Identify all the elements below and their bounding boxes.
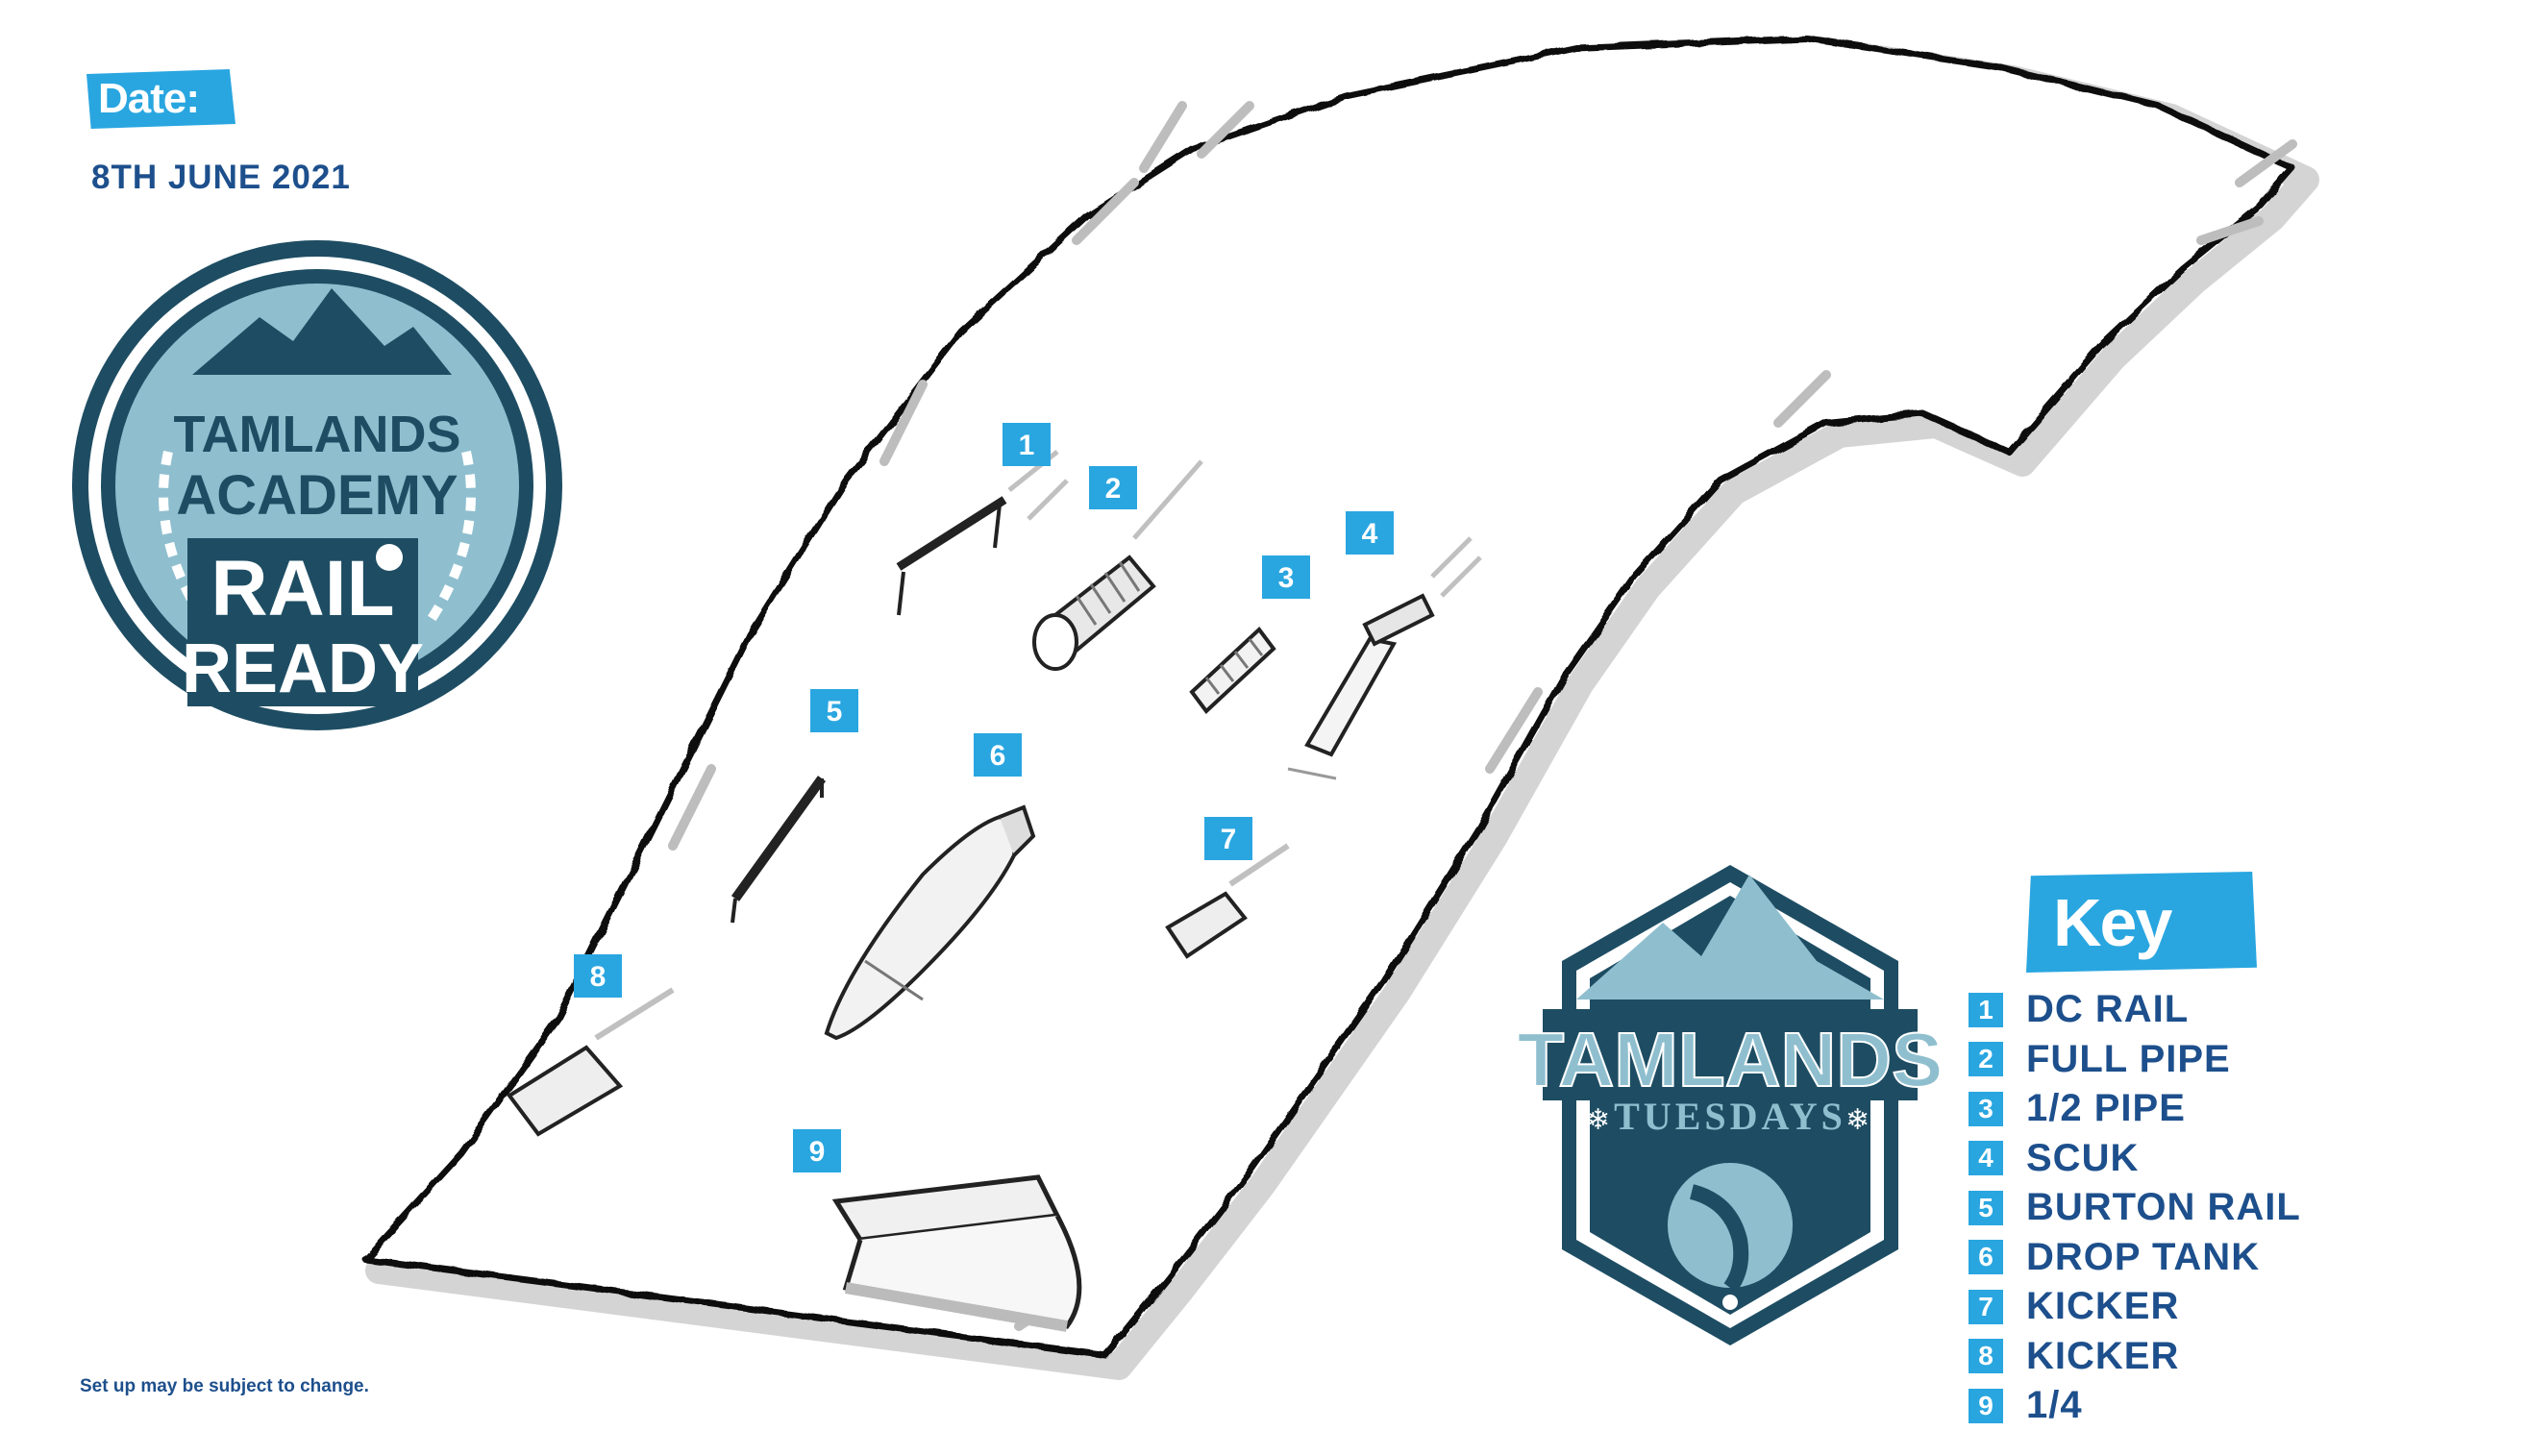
key-item-5: 5 BURTON RAIL <box>1969 1183 2301 1233</box>
svg-text:TAMLANDS: TAMLANDS <box>174 406 461 463</box>
key-label: SCUK <box>2026 1136 2140 1179</box>
date-value: 8TH JUNE 2021 <box>91 159 351 196</box>
mountain-icon <box>192 288 452 375</box>
key-list: 1 DC RAIL 2 FULL PIPE 3 1/2 PIPE 4 SCUK … <box>1969 985 2301 1431</box>
disclaimer: Set up may be subject to change. <box>80 1376 369 1396</box>
feature-5-burton-rail <box>731 776 827 924</box>
bolt-icon <box>1722 1295 1738 1310</box>
key-label: KICKER <box>2026 1334 2180 1377</box>
feature-4-scuk <box>1287 536 1482 780</box>
svg-text:7: 7 <box>1221 824 1237 855</box>
key-number: 6 <box>1969 1240 2003 1275</box>
key-label: KICKER <box>2026 1285 2180 1328</box>
key-item-9: 9 1/4 <box>1969 1381 2301 1431</box>
ball-icon <box>376 544 403 571</box>
svg-text:TUESDAYS: TUESDAYS <box>1614 1095 1846 1138</box>
marker-3: 3 <box>1262 555 1310 599</box>
date-label: Date: <box>87 69 235 129</box>
key-number: 3 <box>1969 1091 2003 1126</box>
svg-text:READY: READY <box>182 630 424 707</box>
svg-text:6: 6 <box>990 740 1006 772</box>
key-number: 2 <box>1969 1042 2003 1077</box>
svg-text:4: 4 <box>1362 518 1378 550</box>
svg-text:9: 9 <box>809 1136 826 1168</box>
key-number: 1 <box>1969 992 2003 1027</box>
marker-1: 1 <box>1003 423 1051 466</box>
svg-text:TAMLANDS: TAMLANDS <box>1518 1017 1944 1102</box>
feature-3-half-pipe <box>1189 627 1276 714</box>
key-number: 7 <box>1969 1289 2003 1324</box>
key-number: 5 <box>1969 1190 2003 1225</box>
key-label: DC RAIL <box>2026 988 2190 1031</box>
academy-badge: TAMLANDS ACADEMY RAIL READY <box>72 240 562 730</box>
key-number: 4 <box>1969 1141 2003 1176</box>
mountain-icon-2 <box>1576 875 1884 999</box>
snowflake-icon-right: ❄ <box>1845 1103 1870 1137</box>
key-number: 8 <box>1969 1339 2003 1374</box>
tuesdays-badge: TAMLANDS TUESDAYS ❄ ❄ <box>1517 865 1944 1345</box>
marker-4: 4 <box>1346 511 1394 555</box>
feature-8-kicker <box>507 987 675 1137</box>
marker-9: 9 <box>793 1129 841 1172</box>
svg-text:5: 5 <box>827 696 843 728</box>
svg-text:RAIL: RAIL <box>210 545 394 632</box>
key-item-7: 7 KICKER <box>1969 1282 2301 1332</box>
marker-7: 7 <box>1204 817 1252 860</box>
key-item-3: 3 1/2 PIPE <box>1969 1084 2301 1134</box>
svg-text:8: 8 <box>590 961 607 993</box>
marker-5: 5 <box>810 689 858 732</box>
svg-text:2: 2 <box>1105 473 1122 505</box>
feature-2-full-pipe <box>1032 459 1203 671</box>
key-item-6: 6 DROP TANK <box>1969 1233 2301 1283</box>
svg-text:ACADEMY: ACADEMY <box>176 464 458 527</box>
feature-6-drop-tank <box>824 804 1036 1041</box>
feature-1-dc-rail <box>896 450 1069 616</box>
feature-9-quarter-pipe <box>831 1174 1082 1332</box>
svg-text:3: 3 <box>1278 562 1295 594</box>
marker-6: 6 <box>974 733 1022 777</box>
snowflake-icon-left: ❄ <box>1586 1103 1610 1137</box>
key-item-8: 8 KICKER <box>1969 1332 2301 1382</box>
key-label: BURTON RAIL <box>2026 1186 2301 1229</box>
key-number: 9 <box>1969 1388 2003 1423</box>
feature-7-kicker <box>1165 843 1290 959</box>
key-label: DROP TANK <box>2026 1235 2261 1278</box>
key-label: 1/4 <box>2026 1384 2083 1427</box>
key-item-4: 4 SCUK <box>1969 1134 2301 1184</box>
marker-2: 2 <box>1089 466 1137 509</box>
key-title: Key <box>2026 872 2257 973</box>
key-item-2: 2 FULL PIPE <box>1969 1035 2301 1085</box>
svg-text:1: 1 <box>1019 430 1035 461</box>
key-label: FULL PIPE <box>2026 1037 2231 1080</box>
key-label: 1/2 PIPE <box>2026 1087 2186 1130</box>
marker-8: 8 <box>574 954 622 998</box>
key-item-1: 1 DC RAIL <box>1969 985 2301 1035</box>
